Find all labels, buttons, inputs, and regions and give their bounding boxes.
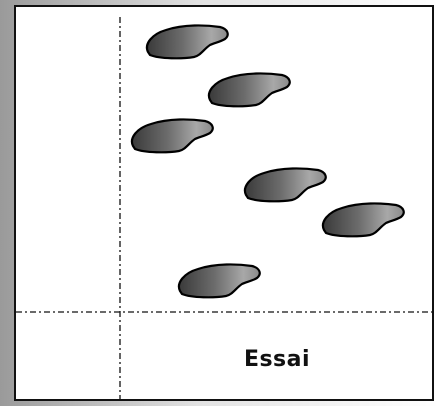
shoe-print-icon [177,263,261,299]
shoe-print-icon [207,72,291,108]
shoe-print-icon [130,118,214,154]
trial-label: Essai [243,347,311,372]
trial-panel: Essai [14,5,434,401]
guide-lines [16,17,432,399]
shoe-print-icon [145,24,229,60]
shoe-print-icon [321,202,405,238]
shoe-print-icon [243,167,327,203]
